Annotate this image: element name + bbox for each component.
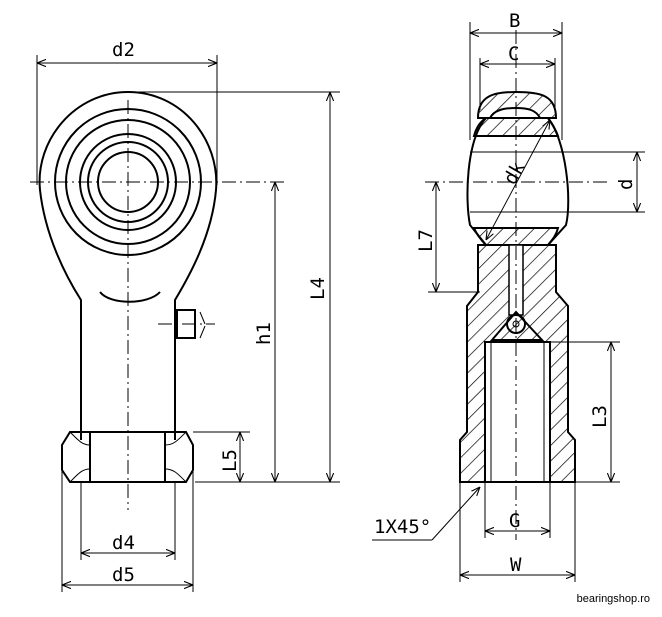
threaded-bore [484, 341, 551, 483]
W-label: W [510, 554, 522, 576]
watermark: bearingshop.ro [576, 593, 650, 605]
dk-label: dk [499, 157, 530, 188]
d4-label: d4 [112, 532, 135, 554]
front-view: d2 L4 h1 L5 d4 d5 [30, 39, 340, 592]
h1-label: h1 [253, 322, 275, 345]
rod-end-head-outline [38, 90, 218, 440]
outer-ring-top-section [476, 90, 558, 119]
side-section-view: dk B C d L7 L3 G [372, 10, 645, 582]
lube-ball [506, 314, 526, 334]
G-label: G [509, 510, 520, 532]
neck-curve [99, 291, 161, 303]
hex-chamfer-left [69, 431, 91, 483]
L7-label: L7 [415, 229, 437, 252]
d5-label: d5 [112, 564, 135, 586]
grease-nipple-chamfer-2 [199, 325, 206, 339]
L5-label: L5 [219, 449, 241, 472]
d-label: d [615, 179, 637, 190]
chamfer-leader [431, 487, 480, 541]
L4-label: L4 [307, 277, 329, 300]
L3-label: L3 [589, 405, 611, 428]
chamfer-label: 1X45° [374, 516, 431, 538]
B-label: B [509, 10, 520, 32]
C-label: C [508, 43, 519, 65]
grease-nipple-chamfer [199, 311, 206, 325]
dk-dim-line [486, 120, 550, 240]
d2-label: d2 [112, 39, 135, 61]
hex-chamfer-right [164, 431, 187, 483]
channel-cone [489, 310, 545, 341]
